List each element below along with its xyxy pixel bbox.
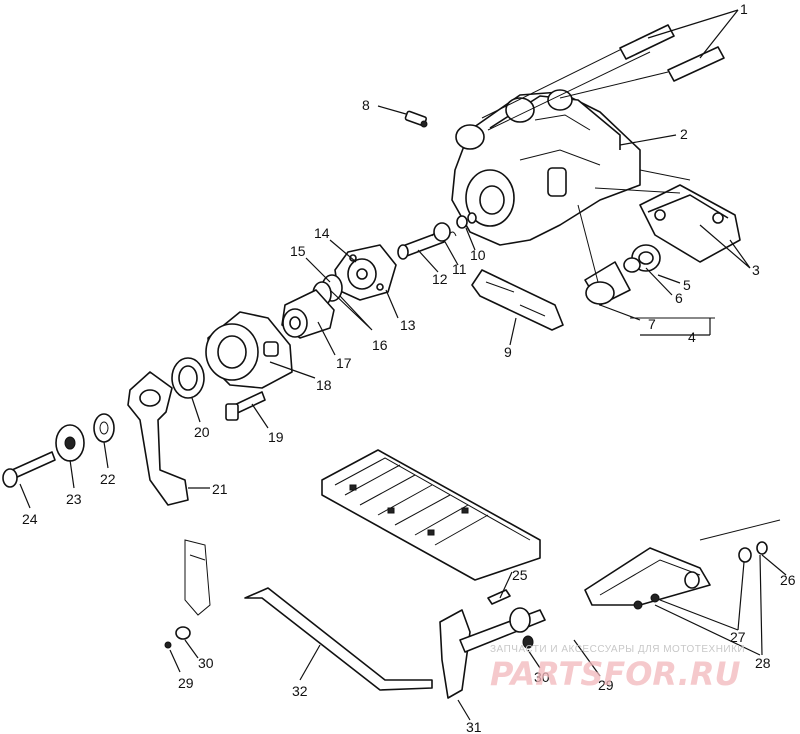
callout-9: 9 — [504, 344, 512, 360]
caliper-housing — [205, 311, 293, 389]
callout-17: 17 — [336, 355, 352, 371]
spring-and-bolt — [397, 212, 477, 260]
piston-assembly — [281, 274, 343, 339]
callout-11: 11 — [452, 261, 467, 277]
callout-4: 4 — [688, 329, 696, 345]
caliper-plate — [334, 244, 397, 301]
callout-8: 8 — [362, 97, 370, 113]
linkage-rod — [244, 587, 433, 691]
watermark-brand: PARTSFOR.RU — [490, 655, 740, 693]
watermark: ЗАПЧАСТИ И АКСЕССУАРЫ ДЛЯ МОТОТЕХНИКИ PA… — [490, 644, 745, 693]
callout-21: 21 — [212, 481, 228, 497]
brake-pedal — [584, 519, 781, 610]
callout-2: 2 — [680, 126, 688, 142]
callout-13: 13 — [400, 317, 416, 333]
callout-15: 15 — [290, 243, 306, 259]
brake-lever-arm — [127, 371, 189, 506]
callout-1: 1 — [740, 1, 748, 17]
callout-22: 22 — [100, 471, 116, 487]
callout-16: 16 — [372, 337, 388, 353]
washers-and-bolt — [2, 413, 115, 488]
callout-20: 20 — [194, 424, 210, 440]
callout-26: 26 — [780, 572, 796, 588]
leader-lines — [19, 9, 787, 721]
callout-24: 24 — [22, 511, 38, 527]
callout-25: 25 — [512, 567, 528, 583]
callout-27: 27 — [730, 629, 746, 645]
callout-29-right: 29 — [598, 677, 614, 693]
callout-29-left: 29 — [178, 675, 194, 691]
callout-30-right: 30 — [534, 669, 550, 685]
callout-30-left: 30 — [198, 655, 214, 671]
callout-10: 10 — [470, 247, 486, 263]
seal-ring — [171, 357, 205, 399]
callout-12: 12 — [432, 271, 448, 287]
mount-bracket — [594, 169, 741, 263]
callout-28: 28 — [755, 655, 771, 671]
bleeder-screw — [404, 110, 428, 128]
left-fittings — [164, 539, 211, 649]
callout-32: 32 — [292, 683, 308, 699]
callout-31: 31 — [466, 719, 482, 734]
caliper-bolt — [225, 391, 266, 421]
pedal-pivot — [439, 607, 546, 699]
callout-3: 3 — [752, 262, 760, 278]
gasket — [471, 269, 564, 331]
piston-kit — [577, 204, 715, 319]
callout-labels: 1 2 3 4 5 6 7 8 9 10 11 12 13 14 15 16 1… — [22, 1, 796, 734]
callout-19: 19 — [268, 429, 284, 445]
callout-5: 5 — [683, 277, 691, 293]
callout-6: 6 — [675, 290, 683, 306]
callout-23: 23 — [66, 491, 82, 507]
callout-14: 14 — [314, 225, 330, 241]
footrest-platform — [321, 449, 541, 605]
master-cylinder-body — [451, 89, 641, 246]
callout-18: 18 — [316, 377, 332, 393]
watermark-tagline: ЗАПЧАСТИ И АКСЕССУАРЫ ДЛЯ МОТОТЕХНИКИ — [490, 644, 745, 655]
callout-7: 7 — [648, 316, 656, 332]
